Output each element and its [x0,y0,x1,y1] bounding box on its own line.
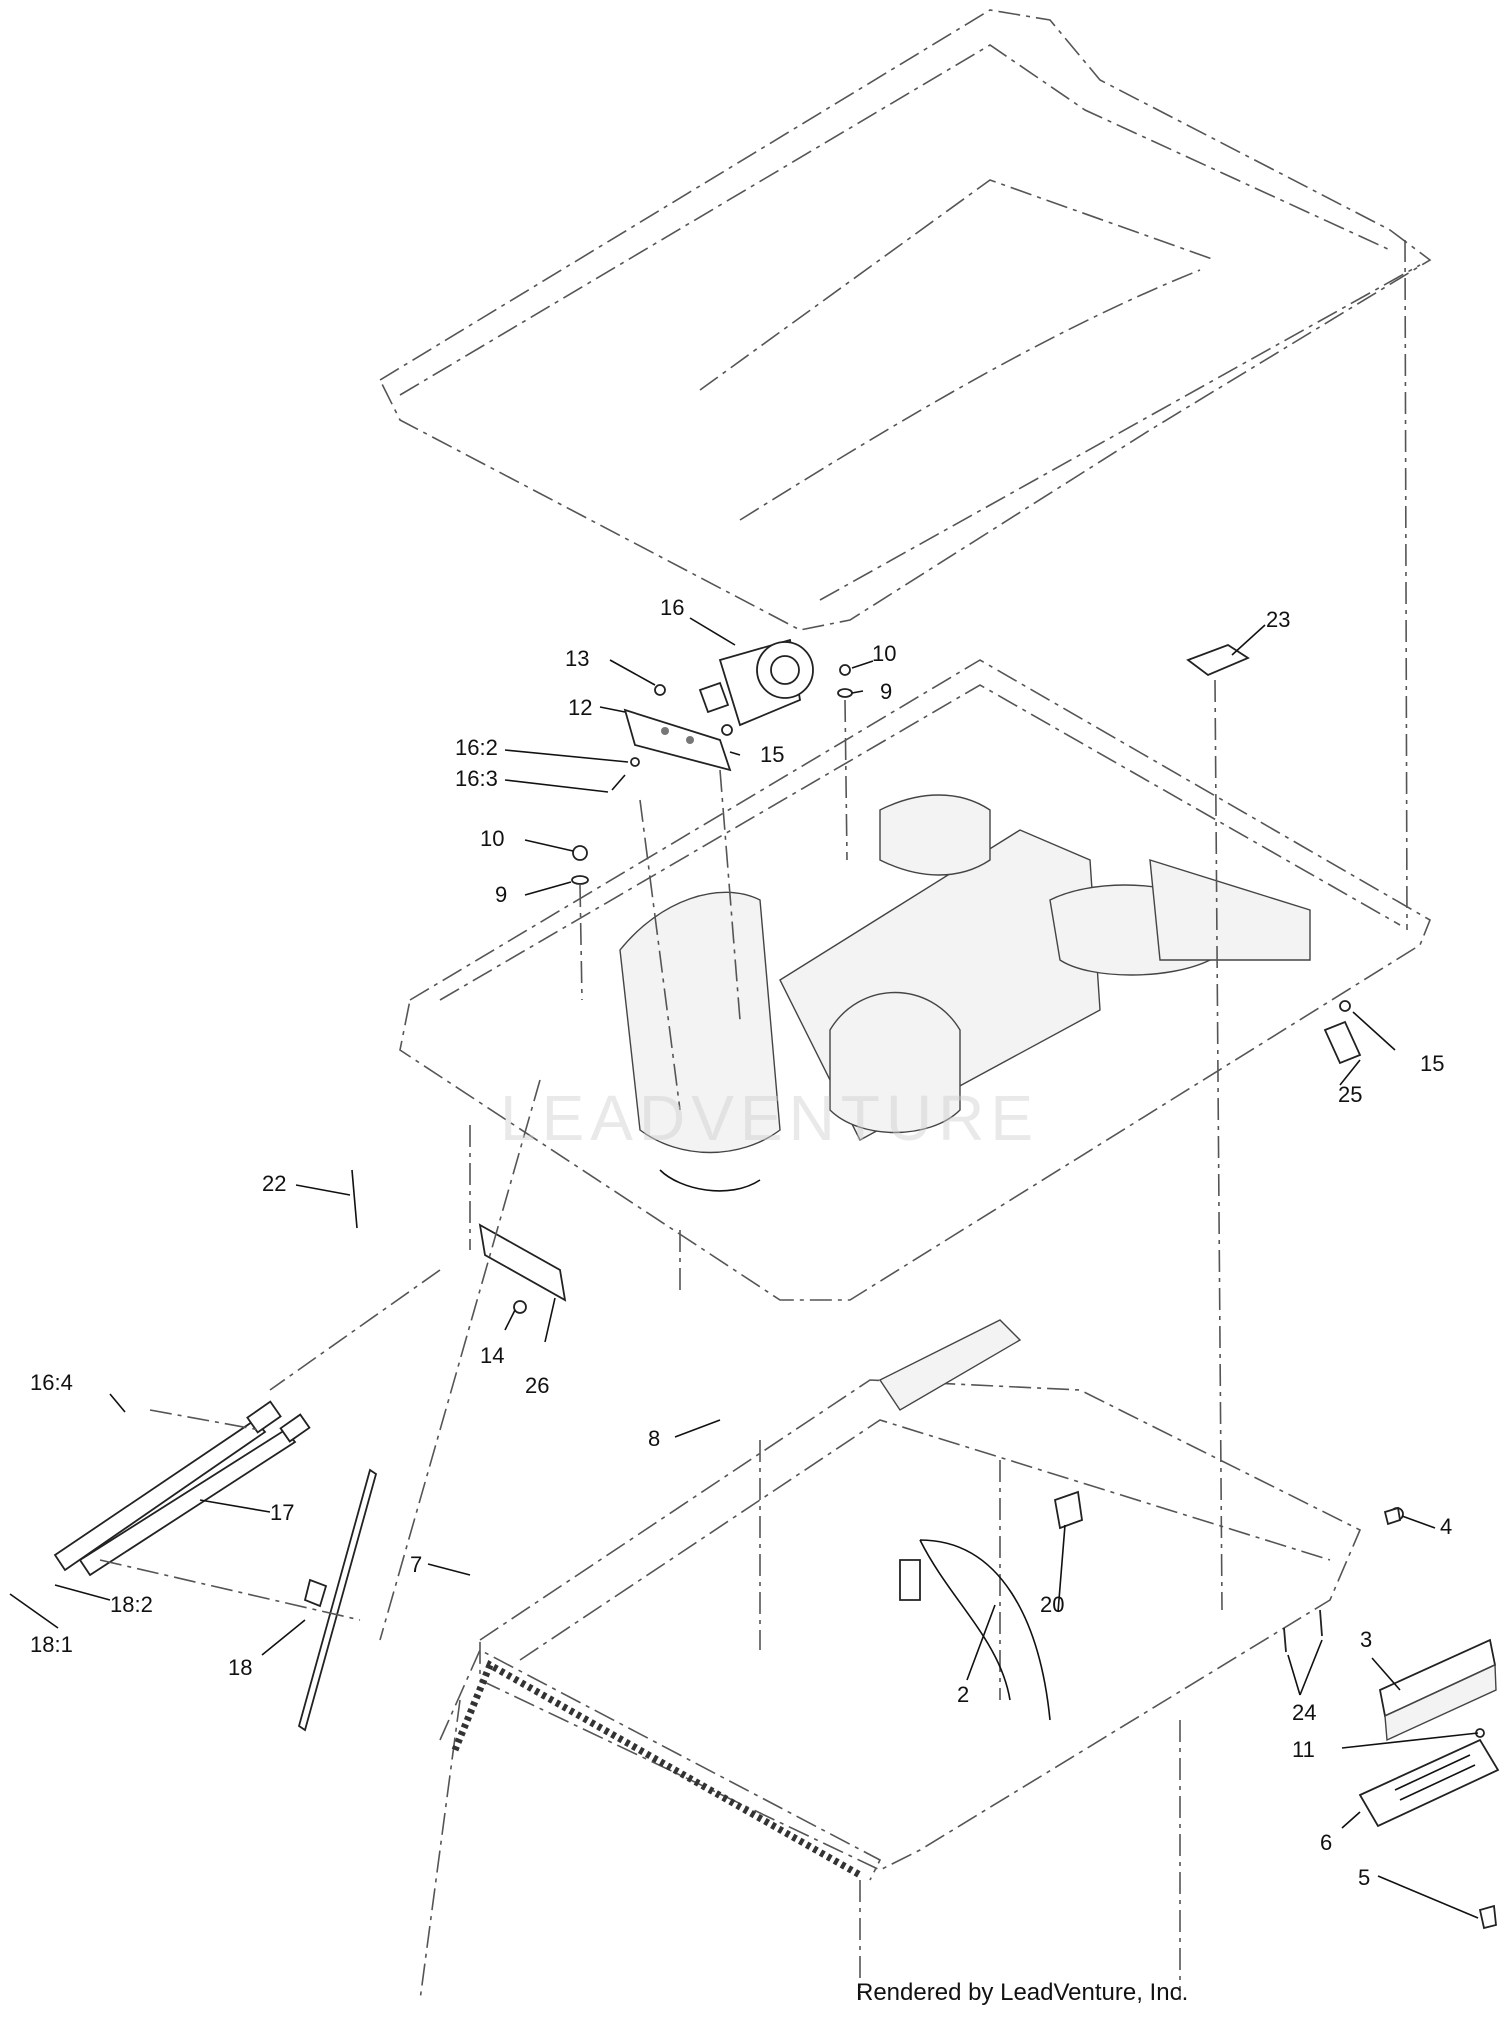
callout-24: 24 [1292,1700,1316,1725]
filter-box [1378,1638,1497,1742]
roof-cover [378,9,1432,631]
callout-10-mid: 10 [480,826,504,851]
callout-labels: 16 13 12 10 9 16:2 15 16:3 10 9 23 15 25… [30,595,1452,1890]
assembly-lines [99,239,1408,1641]
upper-cab-frame [399,659,1432,1301]
callout-18-2: 18:2 [110,1592,153,1617]
callout-3: 3 [1360,1627,1372,1652]
callout-15-right: 15 [1420,1051,1444,1076]
wiper-blade [297,1468,378,1732]
leader-lines [9,617,1479,1919]
wiper-bracket [623,708,732,772]
callout-10-top: 10 [872,641,896,666]
callout-6: 6 [1320,1830,1332,1855]
plate [1323,1020,1362,1065]
callout-14: 14 [480,1343,504,1368]
callout-16-3: 16:3 [455,766,498,791]
callout-15-top: 15 [760,742,784,767]
callout-2: 2 [957,1682,969,1707]
filter-tray [1358,1738,1500,1828]
hardware [513,664,1497,1930]
rod-clip [351,1169,358,1229]
relay [1053,1490,1083,1530]
callout-20: 20 [1040,1592,1064,1617]
watermark: LEADVENTURE [500,1082,1039,1154]
lower-cab-frame [419,1319,1362,2001]
render-credit: Rendered by LeadVenture, Inc. [856,1979,1188,2006]
callout-17: 17 [270,1500,294,1525]
callout-16-2: 16:2 [455,735,498,760]
callout-12: 12 [568,695,592,720]
callout-9-mid: 9 [495,882,507,907]
callout-23: 23 [1266,607,1290,632]
callout-13: 13 [565,646,589,671]
callout-25: 25 [1338,1082,1362,1107]
callout-26: 26 [525,1373,549,1398]
wiper-arm [53,1400,311,1577]
callout-8: 8 [648,1426,660,1451]
hvac-unit [619,794,1311,1192]
callout-9-top: 9 [880,679,892,704]
filter-cover [1186,643,1250,677]
callout-5: 5 [1358,1865,1370,1890]
callout-18: 18 [228,1655,252,1680]
windshield-frame [439,1648,882,1881]
callout-4: 4 [1440,1514,1452,1539]
bracket-26 [478,1223,567,1302]
callout-22: 22 [262,1171,286,1196]
clip [1383,1506,1402,1526]
harness [919,1539,1051,1721]
callout-7: 7 [410,1552,422,1577]
callout-16: 16 [660,595,684,620]
callout-18-1: 18:1 [30,1632,73,1657]
callout-16-4: 16:4 [30,1370,73,1395]
wiper-motor [698,638,814,727]
callout-11: 11 [1292,1737,1315,1762]
